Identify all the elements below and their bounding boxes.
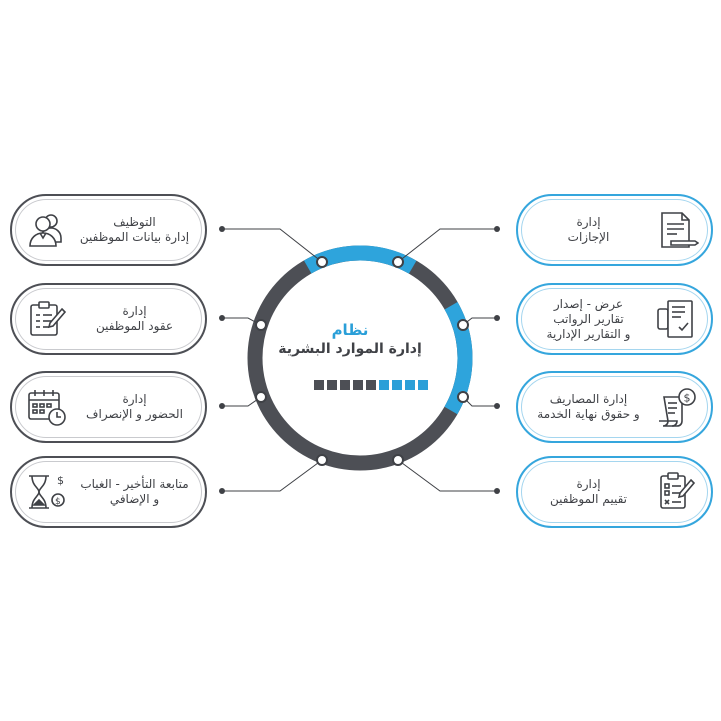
hourglass-money-icon: $ $ xyxy=(29,474,65,509)
ring-bottom-arc xyxy=(247,245,473,471)
svg-text:$: $ xyxy=(684,392,691,405)
center-title-label: نظام xyxy=(331,321,369,339)
employees-icon xyxy=(29,214,62,247)
contract-clipboard-icon xyxy=(30,301,67,336)
feature-lateness-absence[interactable]: $ $ متابعة التأخير - الغياب و الإضافي xyxy=(10,456,207,528)
center-subtitle-label: إدارة الموارد البشرية xyxy=(278,341,422,357)
center-title: نظام إدارة الموارد البشرية xyxy=(260,321,440,359)
progress-square xyxy=(392,380,402,390)
connector-lines xyxy=(222,228,497,492)
connector-left-1 xyxy=(222,228,323,263)
feature-payroll-reports-text: عرض - إصدار تقارير الرواتب و التقارير ال… xyxy=(546,296,631,341)
printer-report-icon xyxy=(657,300,693,338)
ring-top-arc xyxy=(247,245,473,471)
progress-square xyxy=(366,380,376,390)
expense-scroll-icon: $ xyxy=(659,388,696,427)
feature-expenses[interactable]: إدارة المصاريف و حقوق نهاية الخدمة $ xyxy=(516,371,713,443)
feature-attendance[interactable]: إدارة الحضور و الإنصراف xyxy=(10,371,207,443)
connector-endpoints xyxy=(219,226,500,494)
progress-square xyxy=(314,380,324,390)
feature-attendance-text: إدارة الحضور و الإنصراف xyxy=(86,392,183,421)
connector-left-4 xyxy=(222,459,323,492)
hr-ring xyxy=(247,245,473,471)
feature-recruitment-text: التوظيف إدارة بيانات الموظفين xyxy=(79,215,190,244)
svg-text:$: $ xyxy=(57,474,64,487)
progress-square xyxy=(340,380,350,390)
progress-square xyxy=(379,380,389,390)
feature-payroll-reports[interactable]: عرض - إصدار تقارير الرواتب و التقارير ال… xyxy=(516,283,713,355)
connector-right-1 xyxy=(397,228,497,263)
feature-recruitment[interactable]: التوظيف إدارة بيانات الموظفين xyxy=(10,194,207,266)
connector-right-4 xyxy=(397,459,497,492)
checklist-evaluation-icon xyxy=(660,472,696,509)
progress-indicator xyxy=(314,380,428,390)
progress-square xyxy=(327,380,337,390)
feature-contracts[interactable]: إدارة عقود الموظفين xyxy=(10,283,207,355)
ring-nodes xyxy=(255,256,469,466)
feature-expenses-text: إدارة المصاريف و حقوق نهاية الخدمة xyxy=(537,392,640,421)
calendar-clock-icon xyxy=(28,390,66,426)
progress-square xyxy=(405,380,415,390)
document-pen-icon xyxy=(661,212,699,248)
feature-evaluation-text: إدارة تقييم الموظفين xyxy=(550,477,627,506)
progress-square xyxy=(418,380,428,390)
feature-leaves-text: إدارة الإجازات xyxy=(567,215,610,244)
feature-lateness-absence-text: متابعة التأخير - الغياب و الإضافي xyxy=(80,477,189,506)
feature-contracts-text: إدارة عقود الموظفين xyxy=(95,304,174,333)
feature-evaluation[interactable]: إدارة تقييم الموظفين xyxy=(516,456,713,528)
feature-leaves[interactable]: إدارة الإجازات xyxy=(516,194,713,266)
svg-text:$: $ xyxy=(55,497,61,507)
progress-square xyxy=(353,380,363,390)
